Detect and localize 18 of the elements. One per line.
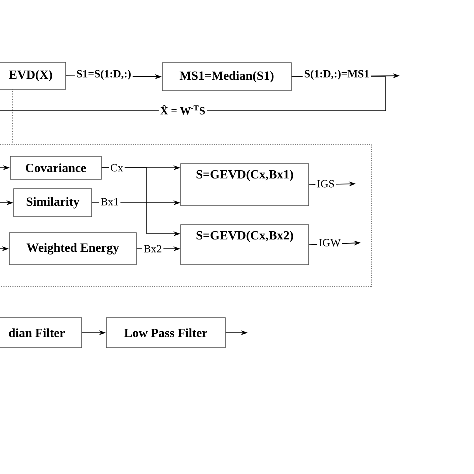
edge-label: S1=S(1:D,:) [75,68,133,82]
process-box: Similarity [14,188,92,218]
group-frame [0,144,372,288]
process-box: Low Pass Filter [106,318,226,348]
process-box: S=GEVD(Cx,Bx2) [180,224,310,266]
edge-label: IGS [316,178,336,190]
process-box: EVD(X) [0,62,66,90]
edge-label: S(1:D,:)=MS1 [302,68,372,82]
edge-label: Cx [109,162,125,174]
process-box: S=GEVD(Cx,Bx1) [180,164,310,206]
process-box: dian Filter [0,318,82,348]
process-box: MS1=Median(S1) [162,62,292,92]
process-box: Covariance [10,156,102,180]
edge-label: X̂ = W$^{-T}$S [159,104,208,116]
edge-label: IGW [318,238,342,248]
edge-label: Bx2 [142,244,164,254]
process-box: Weighted Energy [9,232,137,266]
edge-label: Bx1 [99,196,121,208]
